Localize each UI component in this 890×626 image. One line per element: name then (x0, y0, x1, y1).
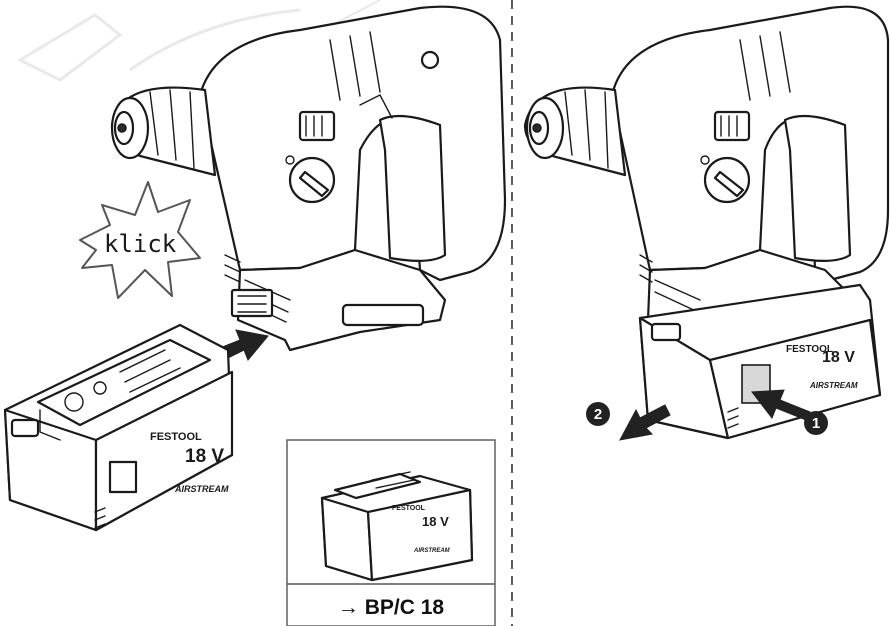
release-arrow (751, 389, 811, 421)
hammer-drill-left (110, 5, 507, 352)
klick-text: klick (104, 230, 177, 258)
step-1-badge: 1 (804, 411, 828, 435)
inset-battery-voltage: 18 V (422, 514, 449, 529)
battery-voltage-left: 18 V (185, 446, 224, 467)
step-2-badge: 2 (586, 402, 610, 426)
battery-brand-right: FESTOOL (786, 344, 833, 355)
klick-callout: klick (79, 181, 201, 299)
inset-battery-series: AIRSTREAM (413, 548, 451, 554)
battery-brand-left: FESTOOL (150, 431, 202, 443)
inset-battery: FESTOOL 18 V AIRSTREAM (320, 471, 474, 582)
removal-arrow (619, 404, 671, 441)
battery-pack-right: FESTOOL 18 V AIRSTREAM (638, 283, 882, 440)
inset-caption: → BP/C 18 (338, 596, 445, 619)
step-1-label: 1 (812, 415, 820, 432)
hammer-drill-right (523, 5, 890, 347)
step-2-label: 2 (594, 406, 602, 423)
battery-series-left: AIRSTREAM (174, 484, 229, 494)
battery-series-right: AIRSTREAM (809, 381, 858, 390)
inset-box: FESTOOL 18 V AIRSTREAM → BP/C 18 (286, 439, 496, 626)
inset-battery-brand: FESTOOL (392, 505, 426, 512)
battery-pack-left: FESTOOL 18 V AIRSTREAM (3, 323, 234, 532)
battery-voltage-right: 18 V (822, 349, 855, 366)
